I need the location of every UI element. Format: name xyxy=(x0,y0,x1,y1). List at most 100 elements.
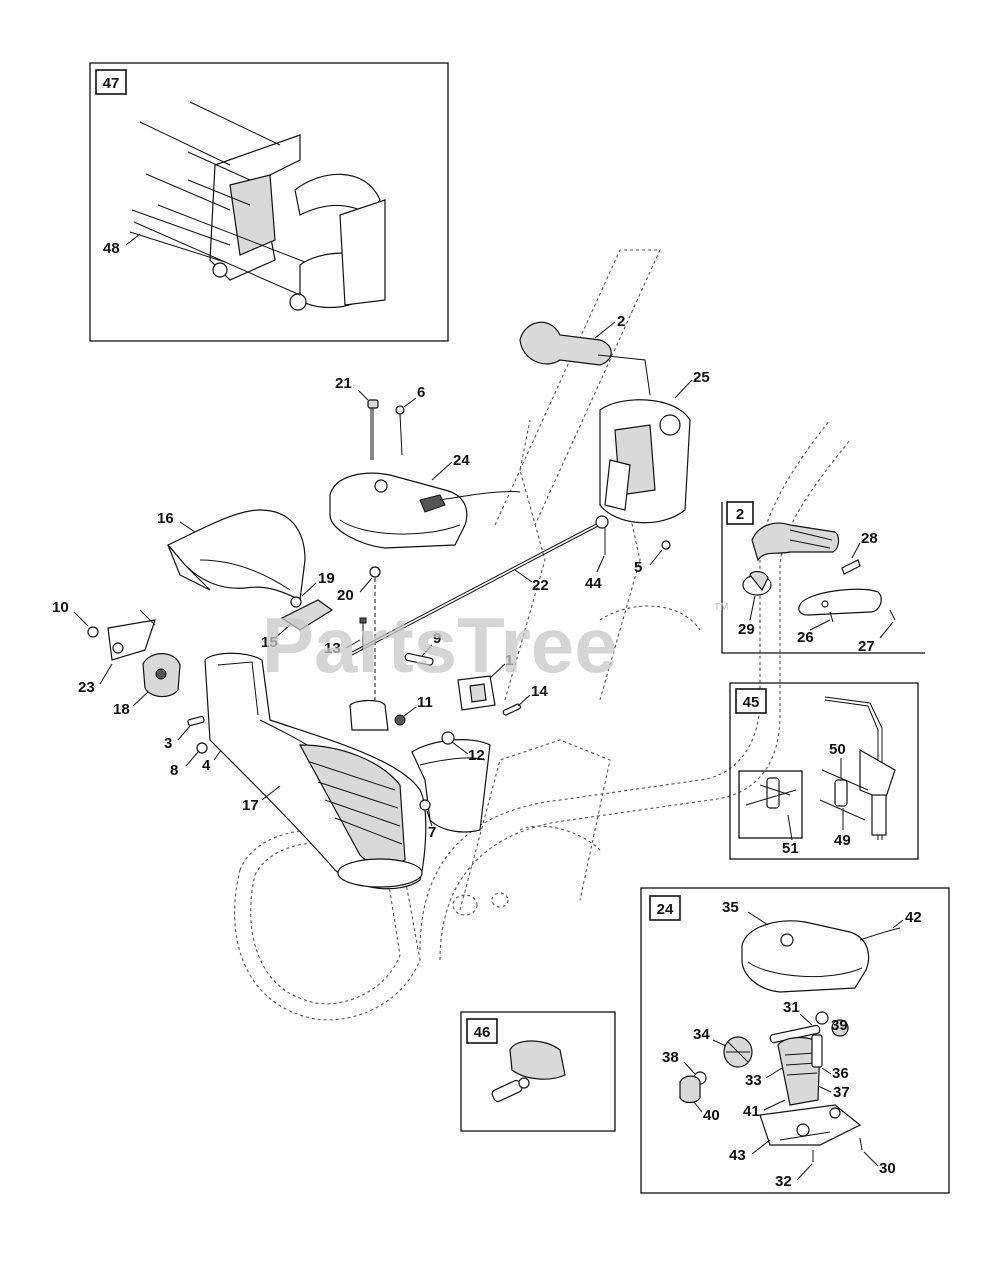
screw-30 xyxy=(859,1137,863,1151)
nut-11 xyxy=(394,714,406,726)
label-9: 9 xyxy=(433,630,441,647)
label-33: 33 xyxy=(745,1072,762,1089)
upper-chute xyxy=(167,509,306,601)
crank-shaft xyxy=(824,696,896,840)
label-43: 43 xyxy=(729,1147,746,1164)
label-25: 25 xyxy=(693,369,710,386)
label-30: 30 xyxy=(879,1160,896,1177)
inset-46-frame xyxy=(460,1011,616,1132)
bolt-21 xyxy=(367,399,379,460)
inset-24-frame xyxy=(640,887,950,1194)
gear-shaft-assembly xyxy=(769,1011,849,1106)
washer-19 xyxy=(290,596,302,608)
inset-24-tag: 24 xyxy=(657,901,674,918)
label-32: 32 xyxy=(775,1173,792,1190)
inset-24: 24 xyxy=(640,887,950,1194)
pin-9 xyxy=(404,652,434,666)
label-12: 12 xyxy=(468,747,485,764)
label-41: 41 xyxy=(743,1103,760,1120)
gearbox-cover-35 xyxy=(741,920,901,993)
deflector-cable-bracket-23 xyxy=(107,609,156,661)
label-34: 34 xyxy=(693,1026,710,1043)
label-23: 23 xyxy=(78,679,95,696)
label-10: 10 xyxy=(52,599,69,616)
inset-45: 45 xyxy=(729,682,919,860)
inset-24-tag-box xyxy=(649,895,681,921)
label-11: 11 xyxy=(417,694,433,711)
inset-46-tag-box xyxy=(466,1018,498,1044)
label-36: 36 xyxy=(832,1065,849,1082)
bolt-7 xyxy=(419,799,431,811)
label-3: 3 xyxy=(164,735,172,752)
deflector-bracket-15 xyxy=(280,599,334,631)
label-35: 35 xyxy=(722,899,739,916)
inset-2-tag: 2 xyxy=(736,506,744,523)
label-48: 48 xyxy=(103,240,120,257)
coupler-51 xyxy=(745,777,797,809)
label-28: 28 xyxy=(861,530,878,547)
gearbox-cover xyxy=(329,472,521,549)
nut-5 xyxy=(661,540,671,550)
label-21: 21 xyxy=(335,375,352,392)
label-7: 7 xyxy=(428,824,436,841)
chute-mount-bracket xyxy=(411,731,491,833)
inset-46: 46 xyxy=(460,1011,616,1132)
watermark-trademark: TM xyxy=(714,602,728,613)
label-49: 49 xyxy=(834,832,851,849)
label-29: 29 xyxy=(738,621,755,638)
nut-40 xyxy=(679,1075,701,1104)
label-19: 19 xyxy=(318,570,335,587)
bolt-3 xyxy=(187,715,205,727)
bolt-6 xyxy=(395,405,405,456)
watermark: PartsTree xyxy=(262,601,618,689)
inset-45-tag: 45 xyxy=(743,694,760,711)
label-27: 27 xyxy=(858,638,875,655)
label-22: 22 xyxy=(532,577,549,594)
label-1: 1 xyxy=(505,652,513,669)
inset-45-tag-box xyxy=(735,688,767,714)
spring-28 xyxy=(841,559,861,575)
base-plate-43 xyxy=(759,1104,862,1146)
label-42: 42 xyxy=(905,909,922,926)
label-20: 20 xyxy=(337,587,354,604)
snowblower-frame-outline xyxy=(234,249,851,1021)
washer-20 xyxy=(369,566,381,578)
chute-gear-18 xyxy=(142,653,181,698)
label-13: 13 xyxy=(324,640,341,657)
screw-14 xyxy=(502,703,521,716)
label-6: 6 xyxy=(417,384,425,401)
chute-control-bracket-exploded xyxy=(129,101,386,311)
label-5: 5 xyxy=(634,559,642,576)
coupler-pin xyxy=(491,1077,530,1103)
label-40: 40 xyxy=(703,1107,720,1124)
label-17: 17 xyxy=(242,797,259,814)
chute-rod xyxy=(351,515,609,656)
chute-handle-grip xyxy=(509,1040,566,1080)
latch-plate xyxy=(798,588,882,616)
label-16: 16 xyxy=(157,510,174,527)
inset-47-tag-box xyxy=(95,69,127,95)
inset-47: 47 48 xyxy=(89,62,449,342)
inset-47-frame xyxy=(89,62,449,342)
chute-control-housing xyxy=(599,399,691,524)
worm-gear-34 xyxy=(723,1036,753,1068)
label-15: 15 xyxy=(261,634,278,651)
pivot-bracket-1 xyxy=(457,675,496,711)
inset-47-tag: 47 xyxy=(103,75,120,92)
control-lever-assembly xyxy=(519,321,651,396)
label-2-main: 2 xyxy=(617,313,625,330)
lower-chute xyxy=(204,652,427,890)
label-37: 37 xyxy=(833,1084,850,1101)
screw-13 xyxy=(359,617,367,650)
nut-10 xyxy=(87,626,99,638)
inset-2-tag-box xyxy=(726,501,754,525)
inset-2: 2 xyxy=(721,501,925,654)
label-39: 39 xyxy=(831,1017,848,1034)
label-26: 26 xyxy=(797,629,814,646)
label-38: 38 xyxy=(662,1049,679,1066)
label-50: 50 xyxy=(829,741,846,758)
label-31: 31 xyxy=(783,999,800,1016)
inset-46-tag: 46 xyxy=(474,1024,491,1041)
inset-45-frame xyxy=(729,682,919,860)
